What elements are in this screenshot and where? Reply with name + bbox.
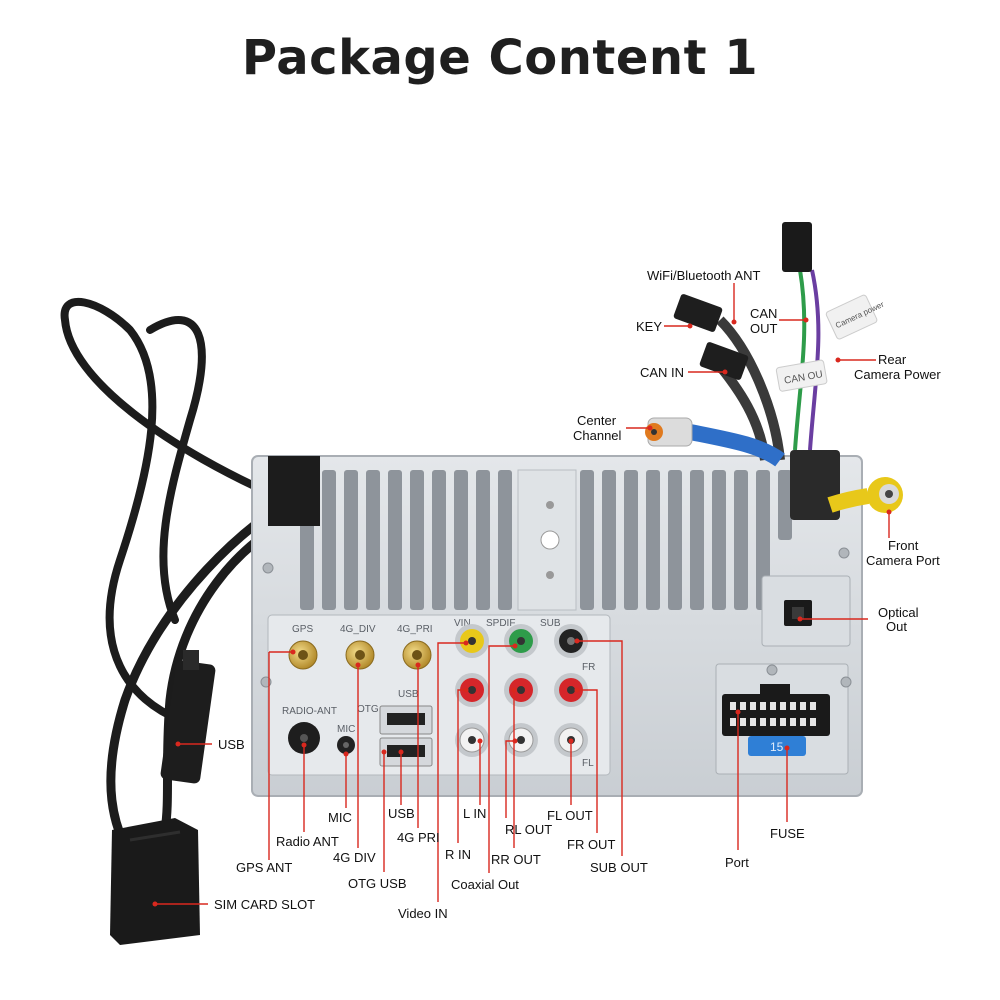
label-4g-pri: 4G PRI xyxy=(397,830,440,845)
fuse-value: 15 xyxy=(770,740,784,754)
print-fr: FR xyxy=(582,662,595,673)
label-coaxial-out: Coaxial Out xyxy=(451,877,519,892)
label-can-out-line2: OUT xyxy=(750,321,778,336)
harness-port xyxy=(722,684,830,736)
label-mic: MIC xyxy=(328,810,352,825)
usb-ports xyxy=(379,705,433,767)
print-sub: SUB xyxy=(540,618,561,629)
print-gps: GPS xyxy=(292,624,313,635)
gps-antenna-port xyxy=(288,640,318,670)
label-center-channel-line1: Center xyxy=(577,413,617,428)
chassis-printing: GPS 4G_DIV 4G_PRI VIN SPDIF SUB USB OTG … xyxy=(282,618,595,769)
label-can-out-line1: CAN xyxy=(750,306,777,321)
l-in-jack xyxy=(455,723,489,757)
label-usb-port: USB xyxy=(388,806,415,821)
label-sim-card-slot: SIM CARD SLOT xyxy=(214,897,315,912)
label-fuse: FUSE xyxy=(770,826,805,841)
print-4g-div: 4G_DIV xyxy=(340,624,376,635)
coaxial-out-jack xyxy=(504,624,538,658)
label-sub-out: SUB OUT xyxy=(590,860,648,875)
label-gps-ant: GPS ANT xyxy=(236,860,292,875)
label-rr-out: RR OUT xyxy=(491,852,541,867)
page-title: Package Content 1 xyxy=(241,30,759,86)
sim-card-slot-module xyxy=(110,818,200,945)
label-fl-out: FL OUT xyxy=(547,808,593,823)
fr-out-jack xyxy=(554,673,588,707)
print-otg: OTG xyxy=(357,704,379,715)
rca-jacks xyxy=(455,624,588,757)
label-front-camera-port-line1: Front xyxy=(888,538,919,553)
label-radio-ant: Radio ANT xyxy=(276,834,339,849)
top-harness: CAN OU Camera power xyxy=(645,222,903,520)
label-key: KEY xyxy=(636,319,662,334)
print-vin: VIN xyxy=(454,618,471,629)
fuse: 15 xyxy=(748,736,806,756)
video-in-jack xyxy=(455,624,489,658)
sub-out-jack xyxy=(554,624,588,658)
label-can-in: CAN IN xyxy=(640,365,684,380)
print-spdif: SPDIF xyxy=(486,618,515,629)
radio-antenna-port xyxy=(288,722,320,754)
label-r-in: R IN xyxy=(445,847,471,862)
label-otg-usb: OTG USB xyxy=(348,876,407,891)
print-usb: USB xyxy=(398,689,419,700)
callout-labels: WiFi/Bluetooth ANT KEY CAN OUT CAN IN Re… xyxy=(214,268,941,921)
label-optical-out-line1: Optical xyxy=(878,605,919,620)
usb-connector xyxy=(160,650,216,784)
print-mic: MIC xyxy=(337,724,355,735)
label-port: Port xyxy=(725,855,749,870)
label-center-channel-line2: Channel xyxy=(573,428,622,443)
print-radio-ant: RADIO-ANT xyxy=(282,706,337,717)
mic-port xyxy=(337,736,355,754)
label-l-in: L IN xyxy=(463,806,486,821)
print-fl: FL xyxy=(582,758,594,769)
label-usb: USB xyxy=(218,737,245,752)
label-front-camera-port-line2: Camera Port xyxy=(866,553,940,568)
label-rear-camera-power-line1: Rear xyxy=(878,352,907,367)
4g-pri-port xyxy=(402,640,432,670)
rr-out-jack xyxy=(504,673,538,707)
label-optical-out-line2: Out xyxy=(886,619,907,634)
rl-out-jack xyxy=(504,723,538,757)
label-video-in: Video IN xyxy=(398,906,448,921)
print-4g-pri: 4G_PRI xyxy=(397,624,433,635)
label-wifi-bluetooth-ant: WiFi/Bluetooth ANT xyxy=(647,268,760,283)
r-in-jack xyxy=(455,673,489,707)
optical-out-port xyxy=(784,600,812,626)
4g-div-port xyxy=(345,640,375,670)
label-4g-div: 4G DIV xyxy=(333,850,376,865)
label-fr-out: FR OUT xyxy=(567,837,615,852)
label-rl-out: RL OUT xyxy=(505,822,552,837)
callout-lines xyxy=(152,283,892,907)
label-rear-camera-power-line2: Camera Power xyxy=(854,367,941,382)
